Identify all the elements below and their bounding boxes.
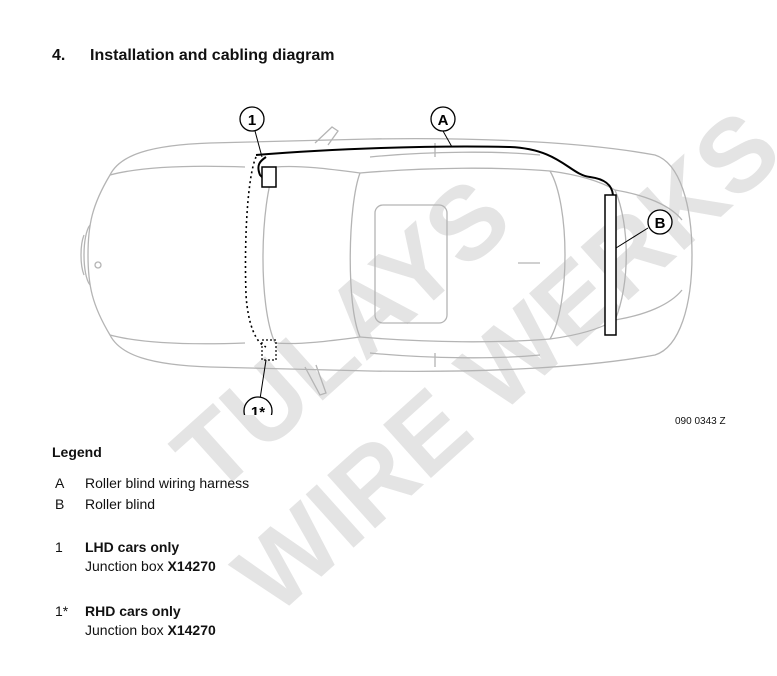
legend-sub: Junction box X14270 xyxy=(85,622,216,638)
legend-item-b: B Roller blind xyxy=(55,496,155,512)
callout-a-label: A xyxy=(438,112,449,129)
section-number: 4. xyxy=(52,47,66,64)
rhd-routing-dotted xyxy=(244,156,267,348)
callout-b-label: B xyxy=(655,215,666,232)
legend-sub-text: Junction box xyxy=(85,622,164,638)
callout-a-leader xyxy=(442,130,453,148)
legend-sub: Junction box X14270 xyxy=(85,558,216,574)
legend-label: LHD cars only xyxy=(85,539,180,555)
roller-blind-b xyxy=(604,194,617,336)
callout-1-star-leader xyxy=(259,359,267,400)
junction-box-1-star xyxy=(261,339,277,361)
callout-1-circle xyxy=(239,106,265,132)
section-title: Installation and cabling diagram xyxy=(90,47,335,64)
junction-box-1 xyxy=(261,166,277,188)
callout-b-circle xyxy=(647,209,673,235)
legend-label: Roller blind wiring harness xyxy=(85,475,250,491)
legend-sub-text: Junction box xyxy=(85,558,164,574)
legend-item-1: 1 LHD cars only Junction box X14270 xyxy=(55,539,216,574)
legend-key: B xyxy=(55,496,65,512)
cabling-diagram: A B 1 1* xyxy=(80,106,693,415)
callout-1-leader xyxy=(254,130,263,158)
legend-key: A xyxy=(55,475,65,491)
legend-sub-code: X14270 xyxy=(167,558,216,574)
legend-label: Roller blind xyxy=(85,496,156,512)
callout-1-star-label: 1* xyxy=(251,404,265,415)
legend-key: 1 xyxy=(55,539,63,555)
car-body xyxy=(80,126,693,396)
legend-item-a: A Roller blind wiring harness xyxy=(55,475,249,491)
callout-1-star-circle xyxy=(243,396,273,415)
wiring-harness-a xyxy=(255,145,614,196)
legend-item-1-star: 1* RHD cars only Junction box X14270 xyxy=(55,603,216,638)
legend-key: 1* xyxy=(55,603,69,619)
callout-1-label: 1 xyxy=(248,112,256,129)
section-heading: 4. Installation and cabling diagram xyxy=(52,47,334,65)
legend-label: RHD cars only xyxy=(85,603,181,619)
legend-title: Legend xyxy=(52,444,102,460)
legend-sub-code: X14270 xyxy=(167,622,216,638)
figure-code: 090 0343 Z xyxy=(675,416,726,427)
callout-a-circle xyxy=(430,106,456,132)
callout-b-leader xyxy=(615,227,649,249)
